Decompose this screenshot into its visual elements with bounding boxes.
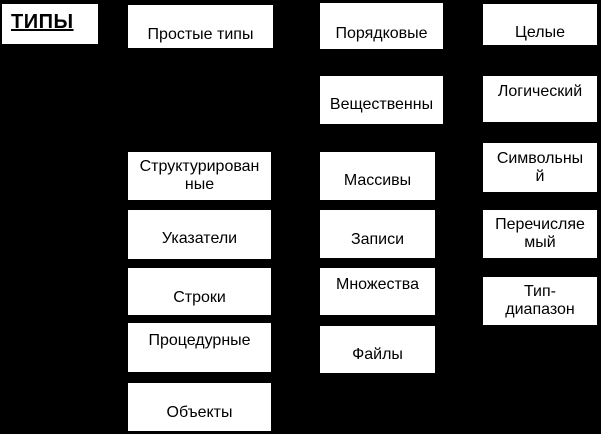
box-structured: Структурирован ные: [128, 152, 271, 200]
box-simple-types-label: Простые типы: [147, 25, 254, 43]
box-files: Файлы: [320, 326, 435, 373]
box-real-label: Вещественны: [329, 96, 434, 113]
box-integer: Целые: [483, 4, 597, 45]
box-ordinal: Порядковые: [320, 3, 443, 49]
box-strings: Строки: [128, 268, 271, 315]
box-enumerated-label: Перечисляе мый: [495, 216, 585, 251]
box-subrange: Тип- диапазон: [483, 277, 597, 325]
box-objects: Объекты: [128, 383, 271, 431]
box-arrays-label: Массивы: [343, 172, 412, 189]
box-integer-label: Целые: [515, 23, 565, 41]
box-boolean-label: Логический: [497, 83, 583, 100]
box-real: Вещественны: [320, 76, 443, 124]
box-arrays: Массивы: [320, 152, 435, 200]
box-types: ТИПЫ: [2, 4, 98, 44]
box-records: Записи: [320, 210, 435, 258]
box-strings-label: Строки: [173, 288, 226, 306]
box-subrange-label: Тип- диапазон: [505, 283, 575, 318]
box-pointers-label: Указатели: [161, 229, 238, 247]
box-records-label: Записи: [350, 231, 405, 248]
box-ordinal-label: Порядковые: [335, 25, 428, 42]
box-types-label: ТИПЫ: [11, 11, 74, 33]
box-sets: Множества: [320, 268, 435, 315]
box-files-label: Файлы: [352, 345, 403, 363]
box-structured-label: Структурирован ные: [139, 158, 260, 193]
box-procedural: Процедурные: [128, 323, 271, 372]
box-char: Символьны й: [483, 143, 597, 192]
box-sets-label: Множества: [335, 275, 420, 293]
box-enumerated: Перечисляе мый: [483, 210, 597, 258]
box-simple-types: Простые типы: [128, 5, 273, 48]
box-objects-label: Объекты: [166, 404, 233, 421]
box-char-label: Символьны й: [496, 149, 584, 185]
box-pointers: Указатели: [128, 210, 271, 259]
box-boolean: Логический: [483, 76, 597, 122]
box-procedural-label: Процедурные: [148, 331, 251, 349]
